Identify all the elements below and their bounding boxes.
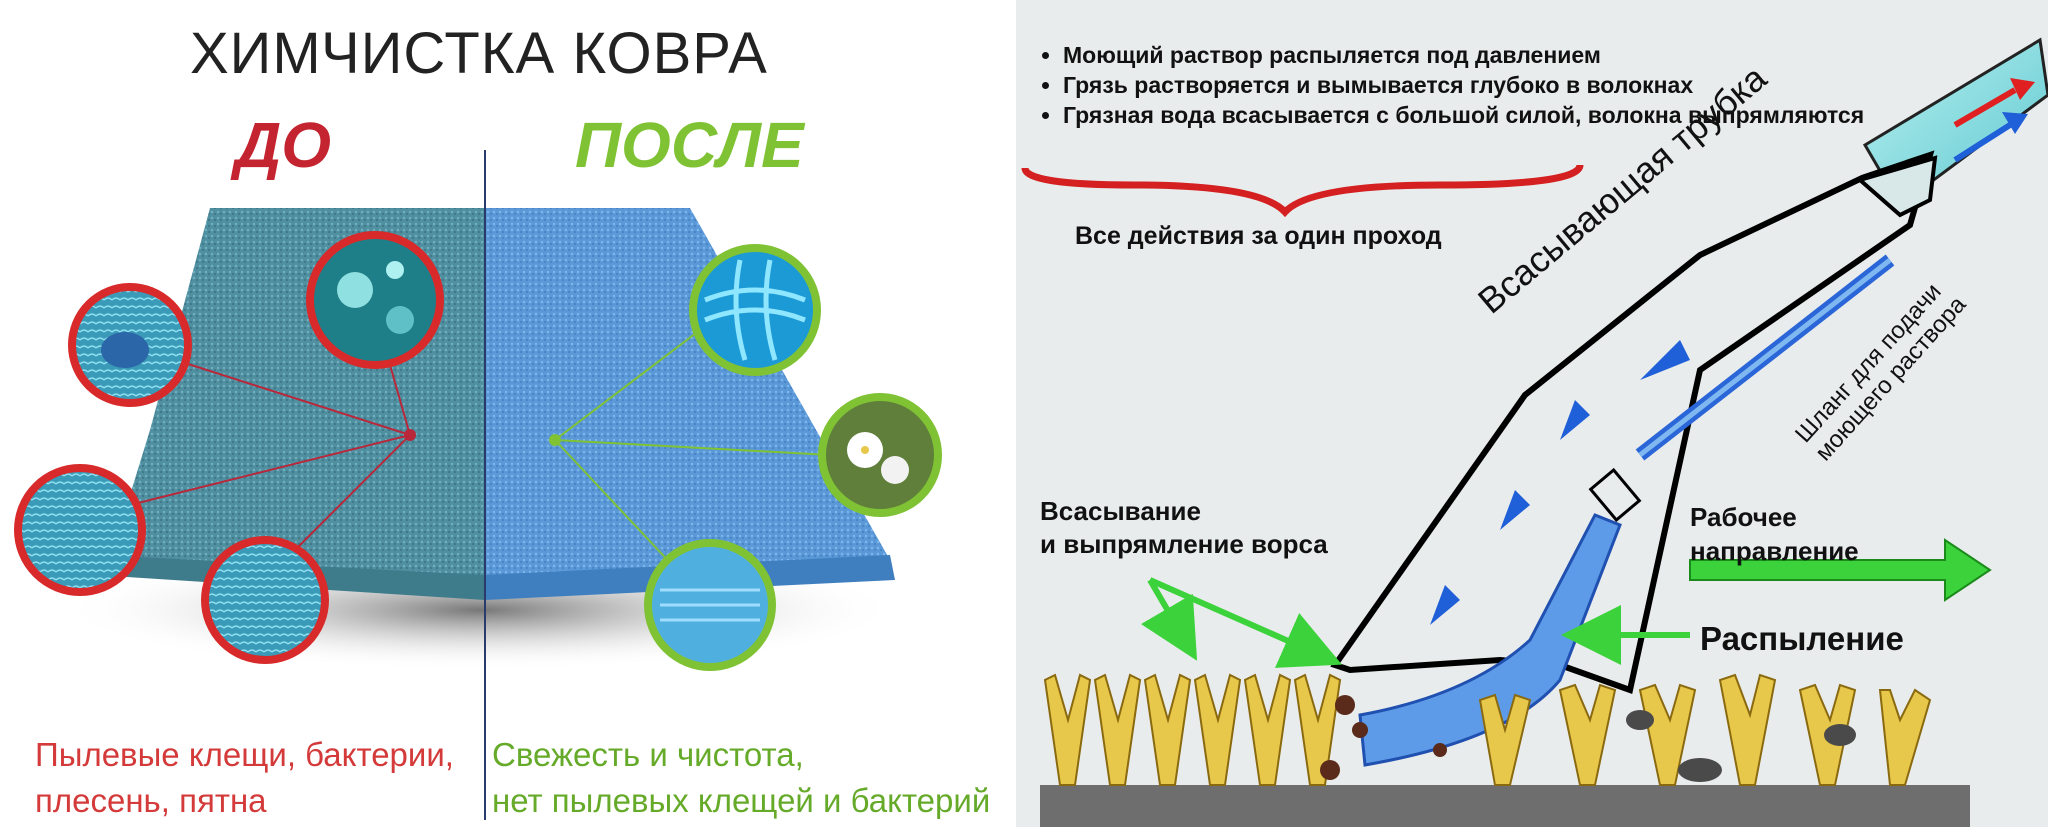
suction-label: Всасывание и выпрямление ворса <box>1040 495 1328 561</box>
before-caption: Пылевые клещи, бактерии, плесень, пятна <box>35 732 454 824</box>
direction-arrow <box>1689 538 1992 602</box>
dirty-point-marker <box>404 429 416 441</box>
suction-label-line: Всасывание <box>1040 496 1201 526</box>
exhaust-arrow-red <box>1953 87 2017 128</box>
direction-label-line: Рабочее <box>1690 502 1797 532</box>
callout-arrows <box>1140 577 1690 668</box>
after-caption-line: Свежесть и чистота, <box>492 736 804 773</box>
exhaust-arrow-red-head <box>2010 78 2035 100</box>
flowers-zoom-circle <box>818 393 942 517</box>
after-caption: Свежесть и чистота, нет пылевых клещей и… <box>492 732 990 824</box>
page-title: ХИМЧИСТКА КОВРА <box>190 21 768 86</box>
clean-weave-zoom-circle <box>644 539 776 671</box>
suction-label-line: и выпрямление ворса <box>1040 529 1328 559</box>
mites-zoom-circle <box>68 283 192 407</box>
valve <box>1588 467 1642 523</box>
flow-arrow-blue-top <box>1953 122 2012 163</box>
spray-label: Распыление <box>1700 620 1904 657</box>
bullet-item: Моющий раствор распыляется под давлением <box>1063 40 2023 70</box>
after-label: ПОСЛЕ <box>575 109 804 181</box>
bacteria-zoom-circle <box>306 231 444 369</box>
clean-point-marker <box>549 434 561 446</box>
direction-label-line: направление <box>1690 536 1859 566</box>
dirt-clumps <box>1626 710 1856 782</box>
dirt-particles <box>1320 695 1447 780</box>
process-bullets: Моющий раствор распыляется под давлением… <box>1025 40 2023 130</box>
bullet-item: Грязная вода всасывается с большой силой… <box>1063 100 2023 130</box>
floor <box>1040 785 1970 827</box>
before-caption-line: Пылевые клещи, бактерии, <box>35 736 454 773</box>
dust-zoom-circle <box>14 464 146 596</box>
before-caption-line: плесень, пятна <box>35 782 267 819</box>
carpet-illustration <box>14 150 942 820</box>
carpet-clean-half <box>485 208 890 580</box>
fiber-zoom-circle <box>689 244 821 376</box>
solution-hose-highlight <box>1638 258 1892 457</box>
after-caption-line: нет пылевых клещей и бактерий <box>492 782 991 819</box>
pipe-coupling <box>1855 155 1938 218</box>
suction-flow-arrows <box>1430 340 1690 625</box>
bullet-item: Грязь растворяется и вымывается глубоко … <box>1063 70 2023 100</box>
summary-brace <box>1021 164 1584 218</box>
flow-arrow-blue-top-head <box>2002 112 2028 134</box>
before-label: ДО <box>235 109 331 181</box>
spray-nozzle <box>1358 513 1622 767</box>
summary-text: Все действия за один проход <box>1075 222 1442 250</box>
carpet-fibers <box>1043 673 1932 786</box>
direction-label: Рабочее направление <box>1690 500 1859 568</box>
stain-zoom-circle <box>201 536 329 664</box>
